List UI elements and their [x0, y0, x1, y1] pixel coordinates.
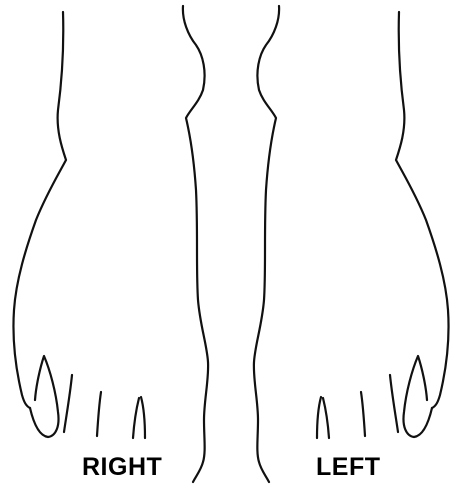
left-foot-little-toe — [403, 356, 432, 437]
left-foot-third-toe — [361, 392, 365, 436]
left-foot-outer-edge — [396, 12, 449, 408]
left-foot — [254, 6, 449, 482]
left-foot-big-toe — [317, 397, 329, 438]
right-foot-fourth-toe — [64, 375, 72, 432]
left-foot-label: LEFT — [316, 452, 381, 482]
left-foot-inner-edge — [254, 6, 279, 482]
right-foot-little-toe — [30, 356, 59, 437]
right-foot-big-toe — [133, 397, 145, 438]
right-foot-inner-edge — [183, 6, 208, 482]
right-foot — [13, 6, 208, 482]
left-foot-fourth-toe — [390, 375, 398, 432]
right-foot-third-toe — [97, 392, 101, 436]
right-foot-outer-edge — [13, 12, 66, 408]
right-foot-label: RIGHT — [82, 452, 162, 482]
